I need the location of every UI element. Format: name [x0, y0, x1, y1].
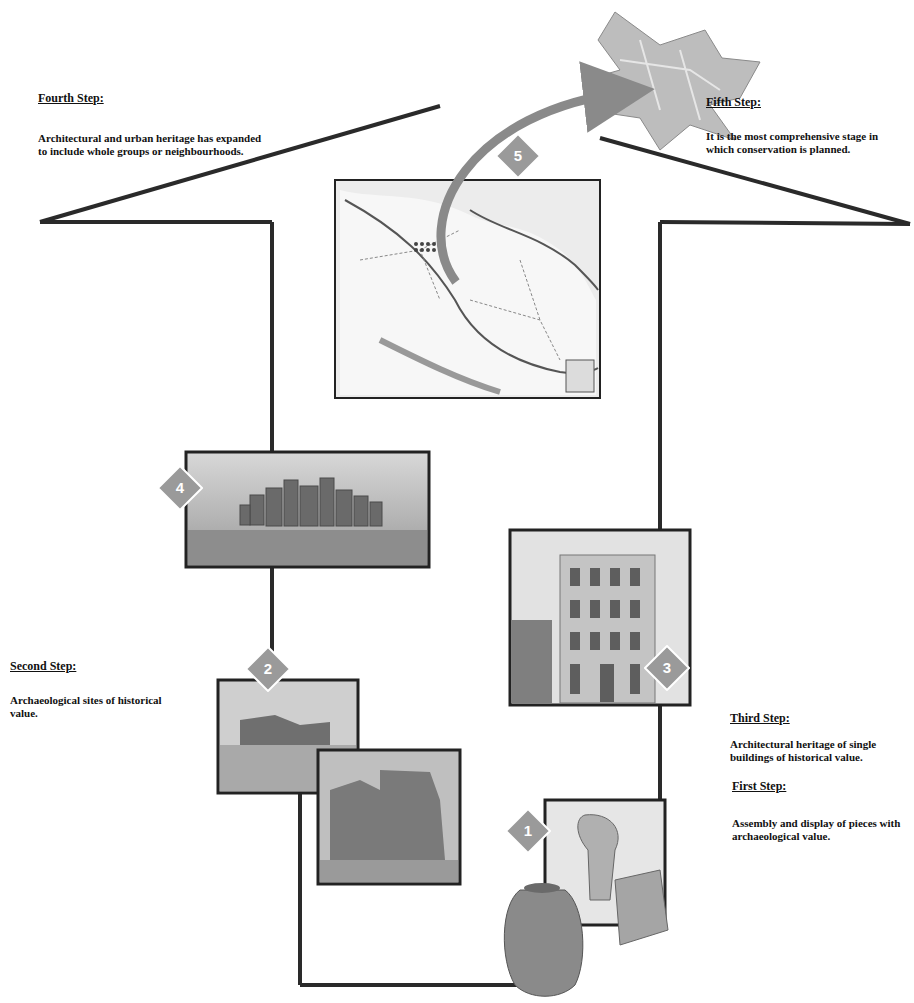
step-diamond: 3 — [644, 645, 690, 691]
step-heading: First Step: — [732, 780, 902, 793]
step-diamond: 2 — [245, 646, 291, 692]
step-heading: Fourth Step: — [38, 92, 238, 105]
house-frame — [40, 106, 910, 985]
step-description: Archaeological sites of historical value… — [10, 694, 170, 720]
step-heading: Second Step: — [10, 660, 190, 673]
step-description: Assembly and display of pieces with arch… — [732, 817, 907, 843]
callout-number: 2 — [245, 646, 291, 692]
arabia-map — [335, 180, 600, 398]
region-map-fragment — [585, 12, 760, 150]
village-photo — [186, 452, 429, 567]
step-diamond: 1 — [505, 808, 551, 854]
step-description: Architectural heritage of single buildin… — [730, 738, 908, 764]
step-heading: Third Step: — [730, 712, 900, 725]
step-description: Architectural and urban heritage has exp… — [38, 132, 263, 158]
step-diamond: 4 — [157, 465, 203, 511]
callout-number: 4 — [157, 465, 203, 511]
artifacts-photo — [504, 800, 668, 996]
building-photo — [510, 530, 690, 705]
callout-number: 5 — [495, 133, 541, 179]
callout-number: 1 — [505, 808, 551, 854]
ruins-photo — [218, 680, 460, 884]
step-diamond: 5 — [495, 133, 541, 179]
step-description: It is the most comprehensive stage in wh… — [706, 130, 906, 156]
curved-arrow — [441, 92, 628, 282]
callout-number: 3 — [644, 645, 690, 691]
step-heading: Fifth Step: — [706, 96, 906, 109]
